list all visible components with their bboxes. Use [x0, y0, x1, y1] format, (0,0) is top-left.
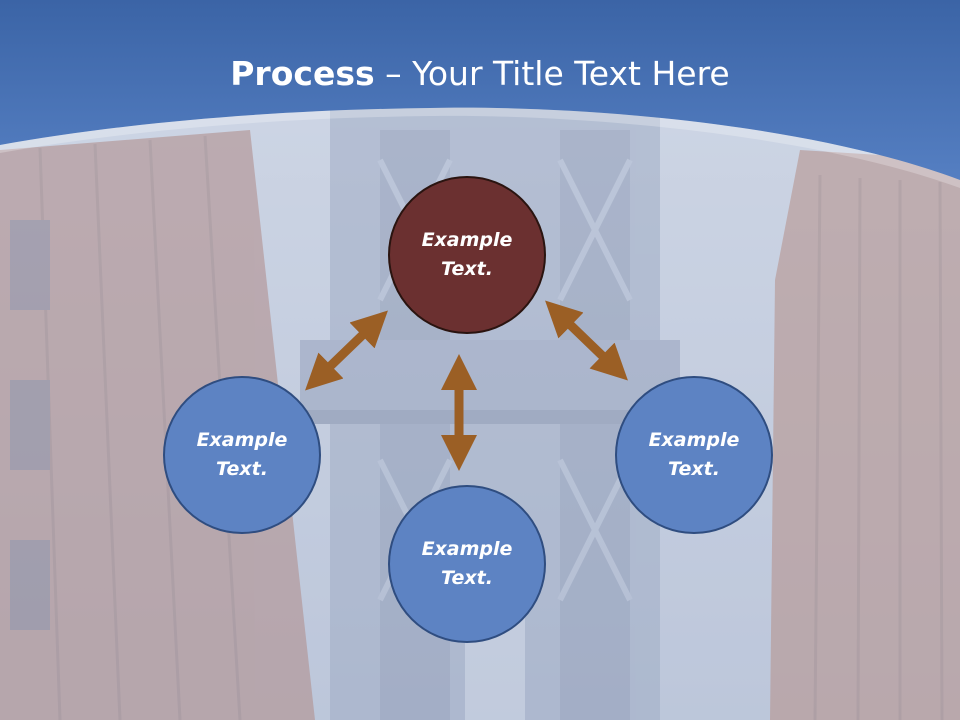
- process-node-left[interactable]: Example Text.: [163, 376, 321, 534]
- node-label: Example Text.: [421, 538, 513, 589]
- process-node-top[interactable]: Example Text.: [388, 176, 546, 334]
- node-label: Example Text.: [196, 429, 288, 480]
- slide-title: Process – Your Title Text Here: [0, 52, 960, 96]
- title-bold-part: Process: [230, 54, 375, 93]
- right-building: [770, 150, 960, 720]
- left-building: [0, 130, 315, 720]
- process-node-right[interactable]: Example Text.: [615, 376, 773, 534]
- node-label: Example Text.: [421, 229, 513, 280]
- arrow-top-right: [545, 300, 628, 381]
- process-node-bottom[interactable]: Example Text.: [388, 485, 546, 643]
- node-label: Example Text.: [648, 429, 740, 480]
- arrow-top-left: [305, 310, 388, 391]
- title-rest-part: – Your Title Text Here: [374, 54, 730, 93]
